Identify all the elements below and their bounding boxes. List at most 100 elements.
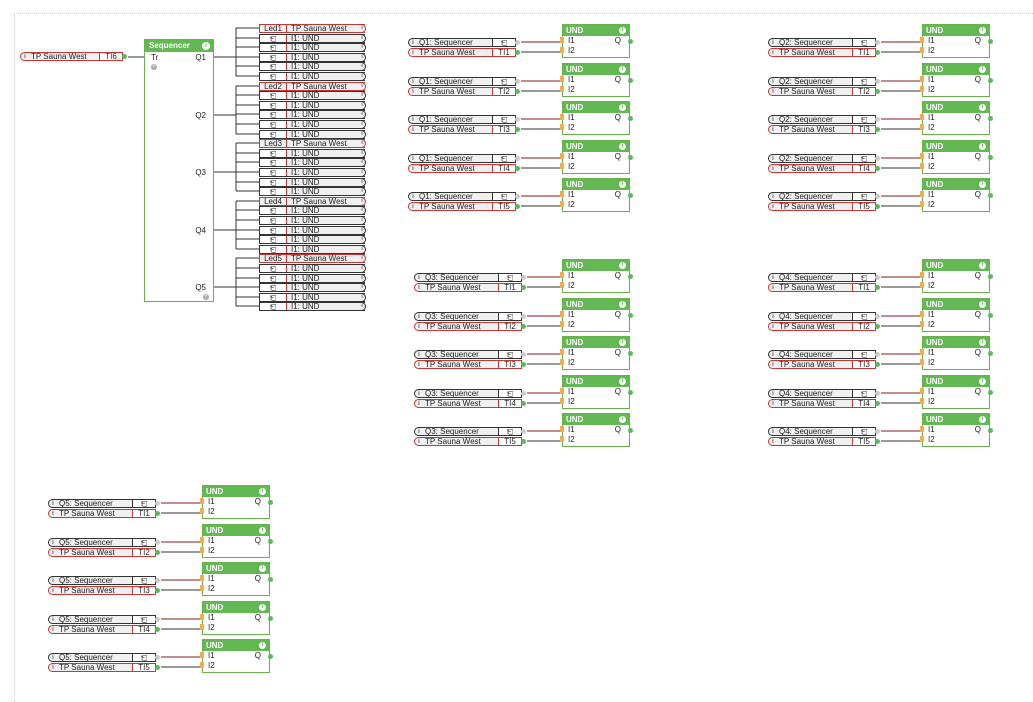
output-pin[interactable] [515, 40, 520, 45]
input-pin[interactable] [560, 272, 564, 278]
output-pin[interactable] [268, 577, 273, 582]
sequencer-output-ref[interactable]: i Q2: Sequencer ⎗ [768, 154, 880, 163]
temp-ref[interactable]: i TP Sauna West TI3 [408, 125, 520, 134]
info-icon[interactable]: i [359, 178, 366, 187]
led-item[interactable]: ⎗ I1: UND i [259, 34, 366, 43]
output-pin[interactable] [515, 204, 520, 209]
add-input-icon[interactable]: + [151, 64, 157, 70]
info-icon[interactable]: i [359, 235, 366, 244]
input-pin[interactable] [920, 201, 924, 207]
info-icon[interactable]: i [359, 110, 366, 119]
output-pin[interactable] [875, 79, 880, 84]
info-icon[interactable]: i [359, 158, 366, 167]
info-icon[interactable]: i [619, 104, 626, 111]
sequencer-output-ref[interactable]: i Q2: Sequencer ⎗ [768, 77, 880, 86]
output-pin[interactable] [628, 313, 633, 318]
info-icon[interactable]: i [359, 293, 366, 302]
input-pin[interactable] [920, 436, 924, 442]
output-pin[interactable] [268, 500, 273, 505]
info-icon[interactable]: i [619, 301, 626, 308]
led-item[interactable]: ⎗ I1: UND i [259, 62, 366, 71]
input-pin[interactable] [560, 76, 564, 82]
sequencer-output-ref[interactable]: i Q3: Sequencer ⎗ [414, 389, 526, 398]
temp-ref[interactable]: i TP Sauna West TI4 [768, 399, 880, 408]
output-pin[interactable] [521, 314, 526, 319]
info-icon[interactable]: i [619, 27, 626, 34]
temp-ref[interactable]: i TP Sauna West TI1 [48, 509, 160, 518]
output-pin[interactable] [515, 156, 520, 161]
output-pin[interactable] [875, 204, 880, 209]
input-pin[interactable] [560, 349, 564, 355]
output-pin[interactable] [515, 79, 520, 84]
info-icon[interactable]: i [259, 488, 266, 495]
output-pin[interactable] [515, 166, 520, 171]
output-pin[interactable] [521, 391, 526, 396]
led-item[interactable]: ⎗ I1: UND i [259, 149, 366, 158]
output-pin[interactable] [988, 116, 993, 121]
led-item[interactable]: ⎗ I1: UND i [259, 168, 366, 177]
output-pin[interactable] [875, 194, 880, 199]
sequencer-output-ref[interactable]: i Q2: Sequencer ⎗ [768, 192, 880, 201]
input-pin[interactable] [560, 163, 564, 169]
output-pin[interactable] [268, 539, 273, 544]
output-pin[interactable] [515, 194, 520, 199]
temp-ref[interactable]: i TP Sauna West TI3 [768, 125, 880, 134]
input-pin[interactable] [200, 498, 204, 504]
input-pin[interactable] [560, 114, 564, 120]
info-icon[interactable]: i [359, 62, 366, 71]
info-icon[interactable]: i [359, 206, 366, 215]
input-pin[interactable] [560, 426, 564, 432]
output-pin[interactable] [628, 39, 633, 44]
output-pin[interactable] [521, 439, 526, 444]
temp-ref[interactable]: i TP Sauna West TI4 [408, 164, 520, 173]
info-icon[interactable]: i [979, 143, 986, 150]
output-pin[interactable] [988, 155, 993, 160]
led-item[interactable]: ⎗ I1: UND i [259, 302, 366, 311]
info-icon[interactable]: i [359, 254, 366, 263]
output-pin[interactable] [988, 39, 993, 44]
info-icon[interactable]: i [359, 216, 366, 225]
output-pin[interactable] [628, 193, 633, 198]
input-pin[interactable] [560, 37, 564, 43]
input-pin[interactable] [920, 388, 924, 394]
sequencer-output-ref[interactable]: i Q4: Sequencer ⎗ [768, 273, 880, 282]
output-pin[interactable] [521, 362, 526, 367]
info-icon[interactable]: i [359, 197, 366, 206]
info-icon[interactable]: i [619, 378, 626, 385]
output-pin[interactable] [988, 274, 993, 279]
sequencer-output-ref[interactable]: i Q1: Sequencer ⎗ [408, 192, 520, 201]
info-icon[interactable]: i [359, 245, 366, 254]
output-pin[interactable] [155, 655, 160, 660]
output-pin[interactable] [155, 665, 160, 670]
temp-ref[interactable]: i TP Sauna West TI2 [414, 322, 526, 331]
output-pin[interactable] [988, 193, 993, 198]
led-item[interactable]: ⎗ I1: UND i [259, 216, 366, 225]
output-pin[interactable] [875, 156, 880, 161]
input-pin[interactable] [560, 153, 564, 159]
output-pin[interactable] [155, 501, 160, 506]
info-icon[interactable]: i [259, 604, 266, 611]
info-icon[interactable]: i [619, 262, 626, 269]
info-icon[interactable]: i [619, 416, 626, 423]
input-pin[interactable] [920, 114, 924, 120]
output-pin[interactable] [628, 390, 633, 395]
output-pin[interactable] [875, 314, 880, 319]
led-item[interactable]: ⎗ I1: UND i [259, 187, 366, 196]
sequencer-output-ref[interactable]: i Q3: Sequencer ⎗ [414, 350, 526, 359]
output-pin[interactable] [122, 54, 127, 59]
led-header[interactable]: Led5 TP Sauna West i [259, 254, 366, 263]
temp-ref[interactable]: i TP Sauna West TI4 [414, 399, 526, 408]
input-pin[interactable] [920, 398, 924, 404]
led-item[interactable]: ⎗ I1: UND i [259, 178, 366, 187]
